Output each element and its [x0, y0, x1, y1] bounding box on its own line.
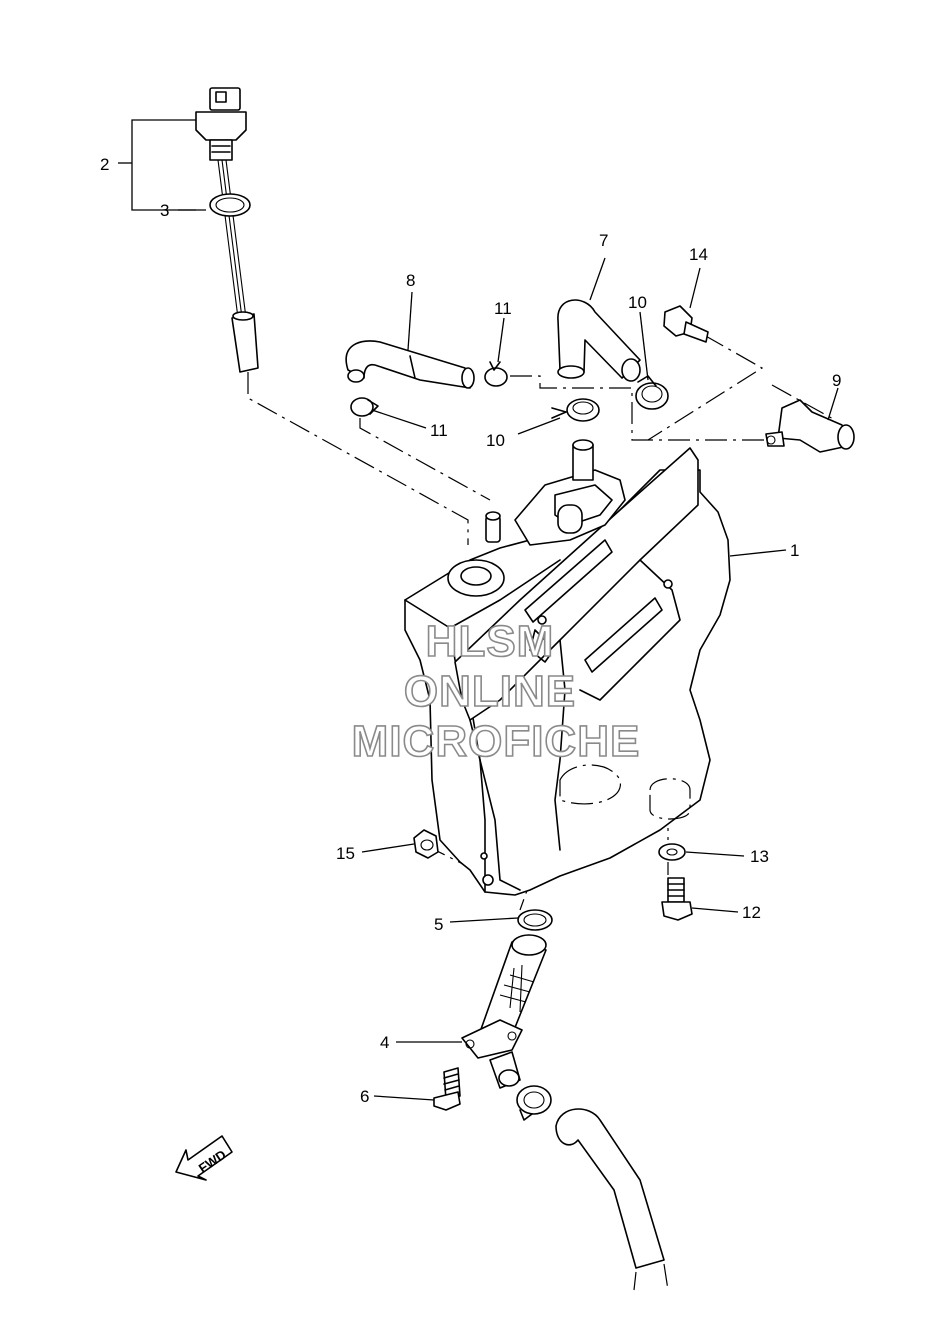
- bolt-12: [661, 877, 693, 921]
- bolt-6: [433, 1067, 461, 1111]
- callout-labels: 2 3 8 11 7 10 14 9 11 10 1 15 13 12 5 4 …: [100, 155, 841, 1106]
- o-ring-5: [517, 909, 553, 931]
- joint-9: [765, 399, 855, 453]
- watermark-line-3: MICROFICHE: [352, 717, 641, 766]
- callout-11-upper: 11: [494, 299, 512, 318]
- callout-5: 5: [434, 915, 443, 934]
- strainer-pipe-4: [461, 934, 547, 1089]
- callout-14: 14: [689, 245, 708, 264]
- callout-12: 12: [742, 903, 761, 922]
- arrow-left-down-icon: [175, 1135, 233, 1181]
- fwd-marker: FWD: [175, 1135, 233, 1181]
- callout-4: 4: [380, 1033, 389, 1052]
- collar-15: [413, 829, 439, 859]
- clamp-10-lower: [551, 398, 600, 422]
- callout-8: 8: [406, 271, 415, 290]
- callout-11-lower: 11: [430, 421, 448, 440]
- oil-level-gauge: [195, 87, 259, 373]
- callout-15: 15: [336, 844, 355, 863]
- watermark: HLSM ONLINE MICROFICHE: [351, 616, 641, 767]
- o-ring-3: [209, 193, 251, 217]
- callout-6: 6: [360, 1087, 369, 1106]
- callout-13: 13: [750, 847, 769, 866]
- callout-10-lower: 10: [486, 431, 505, 450]
- callout-9: 9: [832, 371, 841, 390]
- outlet-hose: [516, 1085, 669, 1291]
- clamp-10-upper: [635, 375, 669, 410]
- watermark-line-1: HLSM: [426, 617, 555, 666]
- clamp-11-upper: [484, 361, 508, 387]
- callout-2: 2: [100, 155, 109, 174]
- hose-8: [345, 340, 475, 389]
- hose-7: [557, 299, 641, 382]
- clamp-11-lower: [350, 397, 379, 417]
- bolt-14: [663, 305, 709, 343]
- callout-7: 7: [599, 231, 608, 250]
- oil-tank: [404, 439, 731, 896]
- washer-13: [658, 843, 686, 861]
- leader-lines: [118, 119, 839, 1101]
- watermark-line-2: ONLINE: [404, 667, 576, 716]
- callout-10-upper: 10: [628, 293, 647, 312]
- callout-1: 1: [790, 541, 799, 560]
- callout-3: 3: [160, 201, 169, 220]
